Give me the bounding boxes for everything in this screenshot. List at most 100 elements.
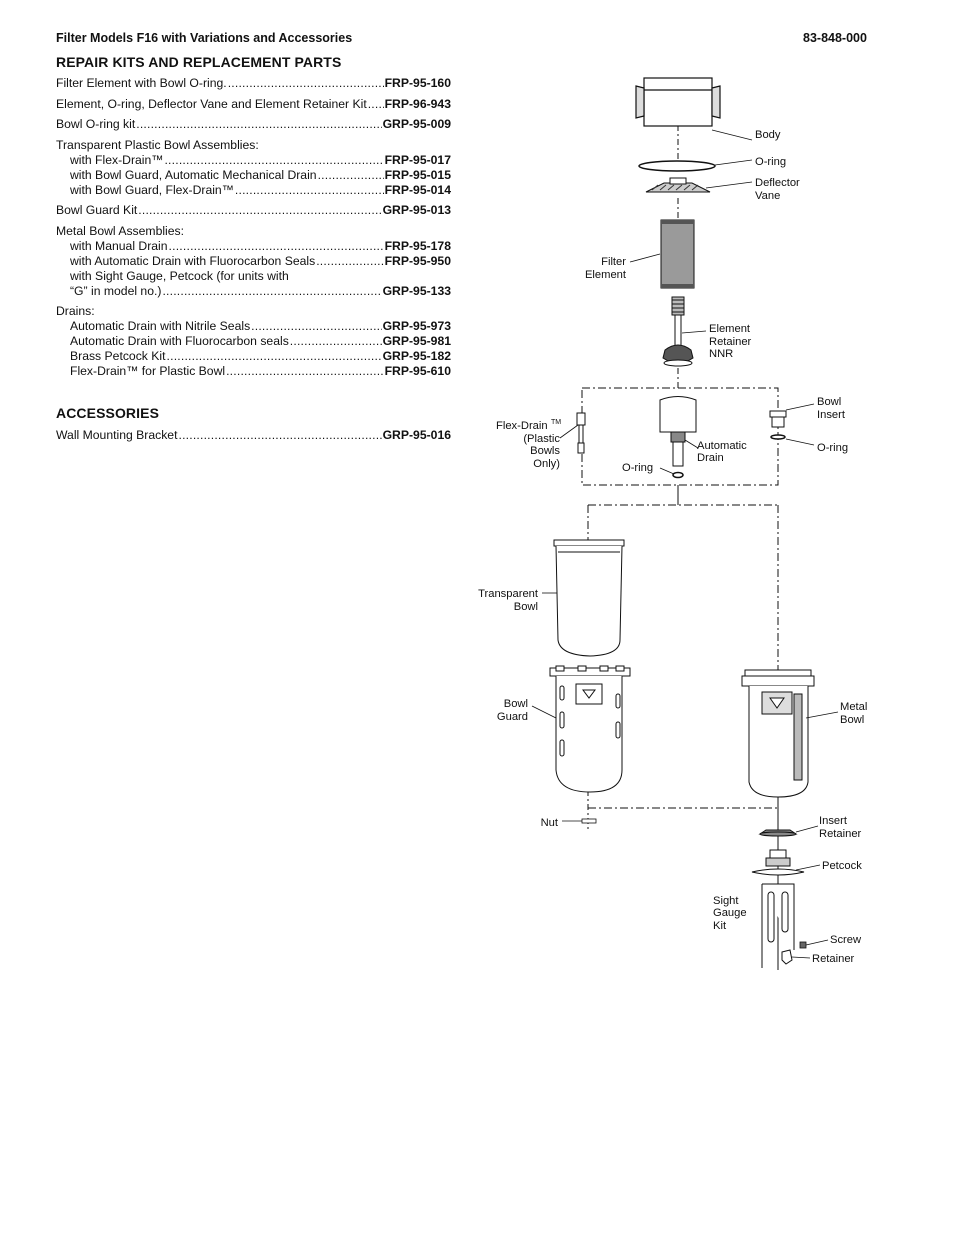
- document-title: Filter Models F16 with Variations and Ac…: [56, 31, 353, 45]
- label-element-retainer: NNR: [709, 348, 733, 360]
- sight-gauge-part: [761, 883, 795, 968]
- label-screw: Screw: [830, 934, 862, 946]
- part-number: GRP-95-016: [382, 428, 451, 442]
- parts-list-item: Bowl Guard Kit GRP-95-013: [56, 203, 451, 218]
- screw-part: [799, 941, 807, 949]
- part-label: Brass Petcock Kit: [70, 349, 166, 363]
- part-number: FRP-95-017: [384, 153, 451, 167]
- label-filter-element: Element: [585, 269, 627, 281]
- part-label: Bowl Guard Kit: [56, 203, 138, 217]
- label-bowl-guard: Bowl: [504, 698, 528, 710]
- petcock-part: [751, 849, 805, 876]
- part-label: Wall Mounting Bracket: [56, 428, 178, 442]
- part-number: GRP-95-973: [382, 319, 451, 333]
- document-number: 83-848-000: [803, 31, 867, 45]
- parts-list-item: Wall Mounting Bracket GRP-95-016: [56, 428, 451, 443]
- part-label: Automatic Drain with Nitrile Seals: [70, 319, 251, 333]
- parts-list-item: Element, O-ring, Deflector Vane and Elem…: [56, 97, 451, 112]
- parts-list-item: Flex-Drain™ for Plastic Bowl FRP-95-610: [70, 364, 451, 379]
- parts-list-item: with Bowl Guard, Flex-Drain™ FRP-95-014: [70, 183, 451, 198]
- part-number: GRP-95-981: [382, 334, 451, 348]
- element-retainer-part: [662, 296, 694, 367]
- parts-list-item: with Manual Drain FRP-95-178: [70, 239, 451, 254]
- label-flex-drain: Only): [533, 458, 560, 470]
- label-element-retainer: Retainer: [709, 336, 752, 348]
- parts-list-item: Bowl O-ring kitGRP-95-009: [56, 117, 451, 132]
- label-automatic-drain: Drain: [697, 452, 724, 464]
- label-flex-drain: Bowls: [530, 445, 560, 457]
- label-metal-bowl: Bowl: [840, 714, 864, 726]
- part-label: Bowl O-ring kit: [56, 117, 136, 131]
- insert-retainer-part: [758, 829, 798, 837]
- label-sight-gauge-kit: Gauge: [713, 907, 747, 919]
- filter-element-part: [660, 219, 695, 289]
- label-bowl-guard: Guard: [497, 711, 528, 723]
- deflector-vane-part: [645, 177, 711, 193]
- label-filter-element: Filter: [601, 256, 626, 268]
- label-bowl-insert: Insert: [817, 409, 846, 421]
- part-number: FRP-95-015: [384, 168, 451, 182]
- label-retainer: Retainer: [812, 953, 855, 965]
- retainer-part: [781, 949, 793, 965]
- part-number: FRP-95-014: [384, 183, 451, 197]
- label-flex-drain: (Plastic: [523, 433, 560, 445]
- label-sight-gauge-kit: Kit: [713, 920, 727, 932]
- parts-list-item: Filter Element with Bowl O-ring.FRP-95-1…: [56, 76, 451, 91]
- part-label: Flex-Drain™ for Plastic Bowl: [70, 364, 226, 378]
- metal-bowl-part: [741, 669, 815, 798]
- label-metal-bowl: Metal: [840, 701, 867, 713]
- metal-bowl-heading: Metal Bowl Assemblies:: [56, 224, 185, 238]
- label-flex-drain: Flex-Drain: [496, 420, 548, 432]
- label-deflector-vane: Vane: [755, 190, 780, 202]
- parts-list-item: “G” in model no.) GRP-95-133: [70, 284, 451, 299]
- label-o-ring-drain: O-ring: [622, 462, 653, 474]
- sight-gauge-line: with Sight Gauge, Petcock (for units wit…: [70, 269, 289, 283]
- part-number: GRP-95-133: [382, 284, 451, 298]
- part-label: with Flex-Drain™: [70, 153, 164, 167]
- label-o-ring-insert: O-ring: [817, 442, 848, 454]
- part-label: Element, O-ring, Deflector Vane and Elem…: [56, 97, 367, 111]
- bowl-guard-part: [549, 665, 631, 793]
- label-transparent-bowl: Bowl: [514, 601, 538, 613]
- label-o-ring-top: O-ring: [755, 156, 786, 168]
- label-bowl-insert: Bowl: [817, 396, 841, 408]
- parts-list-item: Automatic Drain with Nitrile Seals GRP-95…: [70, 319, 451, 334]
- part-label: Filter Element with Bowl O-ring.: [56, 76, 227, 90]
- part-number: GRP-95-013: [382, 203, 451, 217]
- label-nut: Nut: [541, 817, 559, 829]
- parts-list-item: with Bowl Guard, Automatic Mechanical Dr…: [70, 168, 451, 183]
- part-label: with Bowl Guard, Automatic Mechanical Dr…: [70, 168, 317, 182]
- part-label: with Manual Drain: [70, 239, 168, 253]
- parts-list-item: with Automatic Drain with Fluorocarbon S…: [70, 254, 451, 269]
- part-label: Automatic Drain with Fluorocarbon seals: [70, 334, 289, 348]
- part-number: FRP-95-950: [384, 254, 451, 268]
- label-insert-retainer: Insert: [819, 815, 848, 827]
- part-number: FRP-95-178: [384, 239, 451, 253]
- part-label: with Bowl Guard, Flex-Drain™: [70, 183, 234, 197]
- part-label: with Automatic Drain with Fluorocarbon S…: [70, 254, 316, 268]
- plastic-bowl-heading: Transparent Plastic Bowl Assemblies:: [56, 138, 259, 152]
- label-insert-retainer: Retainer: [819, 828, 862, 840]
- label-body: Body: [755, 129, 781, 141]
- transparent-bowl-part: [553, 539, 625, 657]
- label-flex-drain-tm: TM: [551, 419, 561, 426]
- drains-heading: Drains:: [56, 304, 95, 318]
- parts-list-item: Brass Petcock Kit GRP-95-182: [70, 349, 451, 364]
- accessories-heading: ACCESSORIES: [56, 405, 160, 421]
- parts-list-item: Automatic Drain with Fluorocarbon seals G…: [70, 334, 451, 349]
- label-petcock: Petcock: [822, 860, 862, 872]
- part-label: “G” in model no.): [70, 284, 162, 298]
- parts-list-item: with Flex-Drain™ FRP-95-017: [70, 153, 451, 168]
- label-sight-gauge-kit: Sight: [713, 895, 739, 907]
- part-number: FRP-96-943: [384, 97, 451, 111]
- label-automatic-drain: Automatic: [697, 440, 747, 452]
- label-deflector-vane: Deflector: [755, 177, 800, 189]
- nut-part: [581, 818, 597, 824]
- o-ring-part: [638, 160, 716, 172]
- part-number: GRP-95-182: [382, 349, 451, 363]
- part-number: FRP-95-610: [384, 364, 451, 378]
- label-element-retainer: Element: [709, 323, 751, 335]
- label-transparent-bowl: Transparent: [478, 588, 539, 600]
- body-part: [635, 77, 721, 127]
